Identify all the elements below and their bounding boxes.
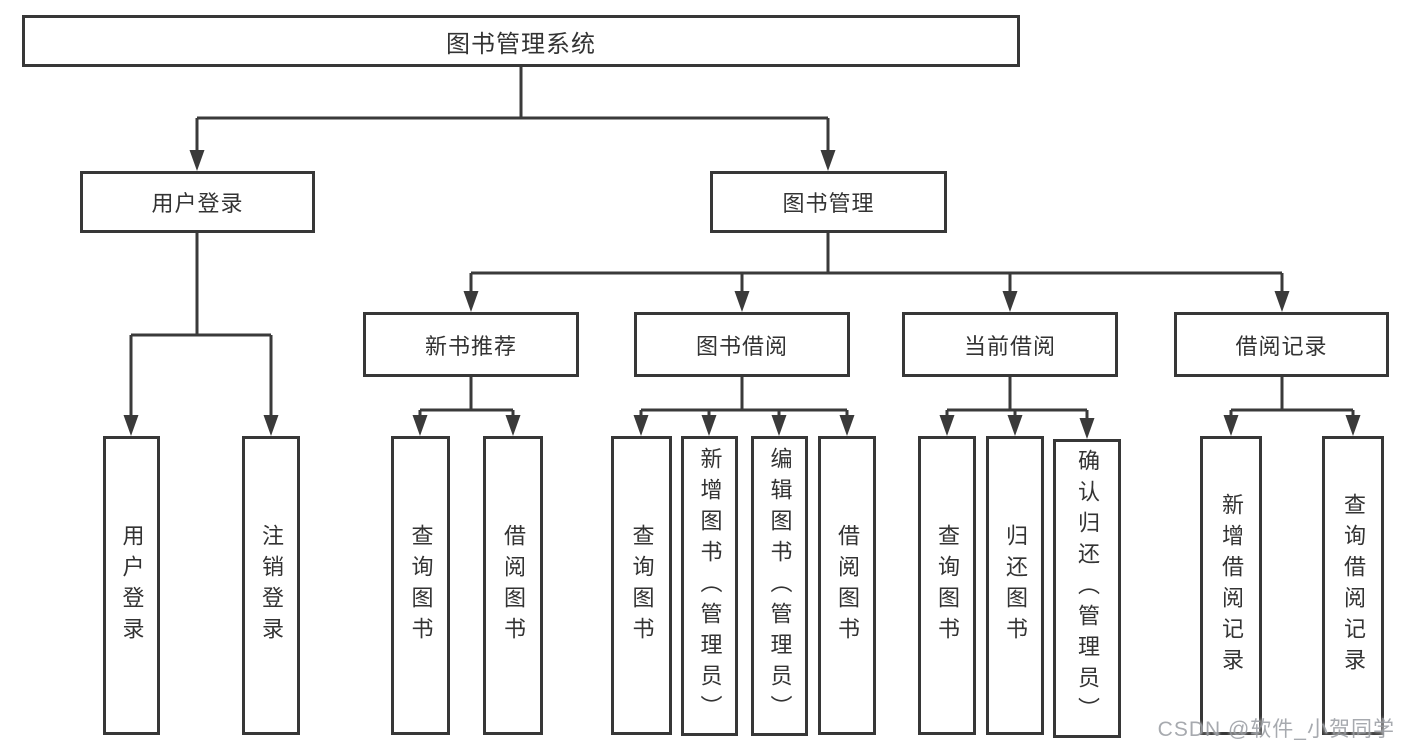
leaf-borrow-books-recommend: 借阅图书 bbox=[483, 436, 543, 735]
connector-borrowing-records-to-leaves bbox=[1223, 377, 1361, 436]
leaf-label: 新增图书（管理员） bbox=[697, 446, 723, 726]
leaf-logout: 注销登录 bbox=[242, 436, 300, 735]
connector-book-management-to-level3 bbox=[463, 233, 1290, 312]
leaf-user-login: 用户登录 bbox=[103, 436, 160, 735]
arrowhead-icon bbox=[263, 415, 279, 436]
node-borrowing-records: 借阅记录 bbox=[1174, 312, 1389, 377]
leaf-query-books-current: 查询图书 bbox=[918, 436, 976, 735]
leaf-label: 借阅图书 bbox=[501, 523, 526, 648]
arrowhead-icon bbox=[734, 291, 750, 312]
leaf-label: 编辑图书（管理员） bbox=[767, 446, 793, 726]
arrowhead-icon bbox=[463, 291, 479, 312]
connector-user-login-to-leaves bbox=[123, 233, 279, 436]
connector-new-book-recommend-to-leaves bbox=[412, 377, 521, 436]
arrowhead-icon bbox=[1007, 415, 1023, 436]
leaf-label: 查询图书 bbox=[935, 523, 960, 648]
arrowhead-icon bbox=[189, 150, 205, 171]
leaf-edit-book-admin: 编辑图书（管理员） bbox=[751, 436, 808, 736]
connector-book-borrowing-to-leaves bbox=[633, 377, 855, 436]
arrowhead-icon bbox=[839, 415, 855, 436]
node-book-borrowing: 图书借阅 bbox=[634, 312, 850, 377]
arrowhead-icon bbox=[1223, 415, 1239, 436]
leaf-query-books-borrowing: 查询图书 bbox=[611, 436, 672, 735]
arrowhead-icon bbox=[505, 415, 521, 436]
leaf-return-books: 归还图书 bbox=[986, 436, 1044, 735]
leaf-label: 注销登录 bbox=[259, 523, 284, 648]
leaf-add-book-admin: 新增图书（管理员） bbox=[681, 436, 738, 736]
arrowhead-icon bbox=[123, 415, 139, 436]
leaf-query-borrow-record: 查询借阅记录 bbox=[1322, 436, 1384, 735]
arrowhead-icon bbox=[820, 150, 836, 171]
arrowhead-icon bbox=[412, 415, 428, 436]
leaf-label: 归还图书 bbox=[1003, 523, 1028, 648]
leaf-label: 借阅图书 bbox=[835, 523, 860, 648]
arrowhead-icon bbox=[771, 415, 787, 436]
arrowhead-icon bbox=[939, 415, 955, 436]
leaf-label: 新增借阅记录 bbox=[1219, 492, 1244, 679]
node-user-login: 用户登录 bbox=[80, 171, 315, 233]
arrowhead-icon bbox=[1345, 415, 1361, 436]
leaf-add-borrow-record: 新增借阅记录 bbox=[1200, 436, 1262, 735]
arrowhead-icon bbox=[1274, 291, 1290, 312]
node-new-book-recommend: 新书推荐 bbox=[363, 312, 579, 377]
leaf-borrow-books-borrowing: 借阅图书 bbox=[818, 436, 876, 735]
arrowhead-icon bbox=[701, 415, 717, 436]
node-library-system: 图书管理系统 bbox=[22, 15, 1020, 67]
leaf-label: 查询借阅记录 bbox=[1341, 492, 1366, 679]
node-book-management: 图书管理 bbox=[710, 171, 947, 233]
leaf-label: 确认归还（管理员） bbox=[1075, 449, 1100, 728]
connector-root-to-level2 bbox=[189, 67, 836, 171]
leaf-label: 用户登录 bbox=[119, 523, 145, 648]
leaf-confirm-return-admin: 确认归还（管理员） bbox=[1053, 439, 1121, 738]
arrowhead-icon bbox=[1079, 418, 1095, 439]
leaf-label: 查询图书 bbox=[629, 523, 655, 648]
leaf-query-books-recommend: 查询图书 bbox=[391, 436, 450, 735]
node-current-borrowing: 当前借阅 bbox=[902, 312, 1118, 377]
arrowhead-icon bbox=[1002, 291, 1018, 312]
leaf-label: 查询图书 bbox=[408, 523, 434, 648]
arrowhead-icon bbox=[633, 415, 649, 436]
connector-current-borrowing-to-leaves bbox=[939, 377, 1095, 439]
